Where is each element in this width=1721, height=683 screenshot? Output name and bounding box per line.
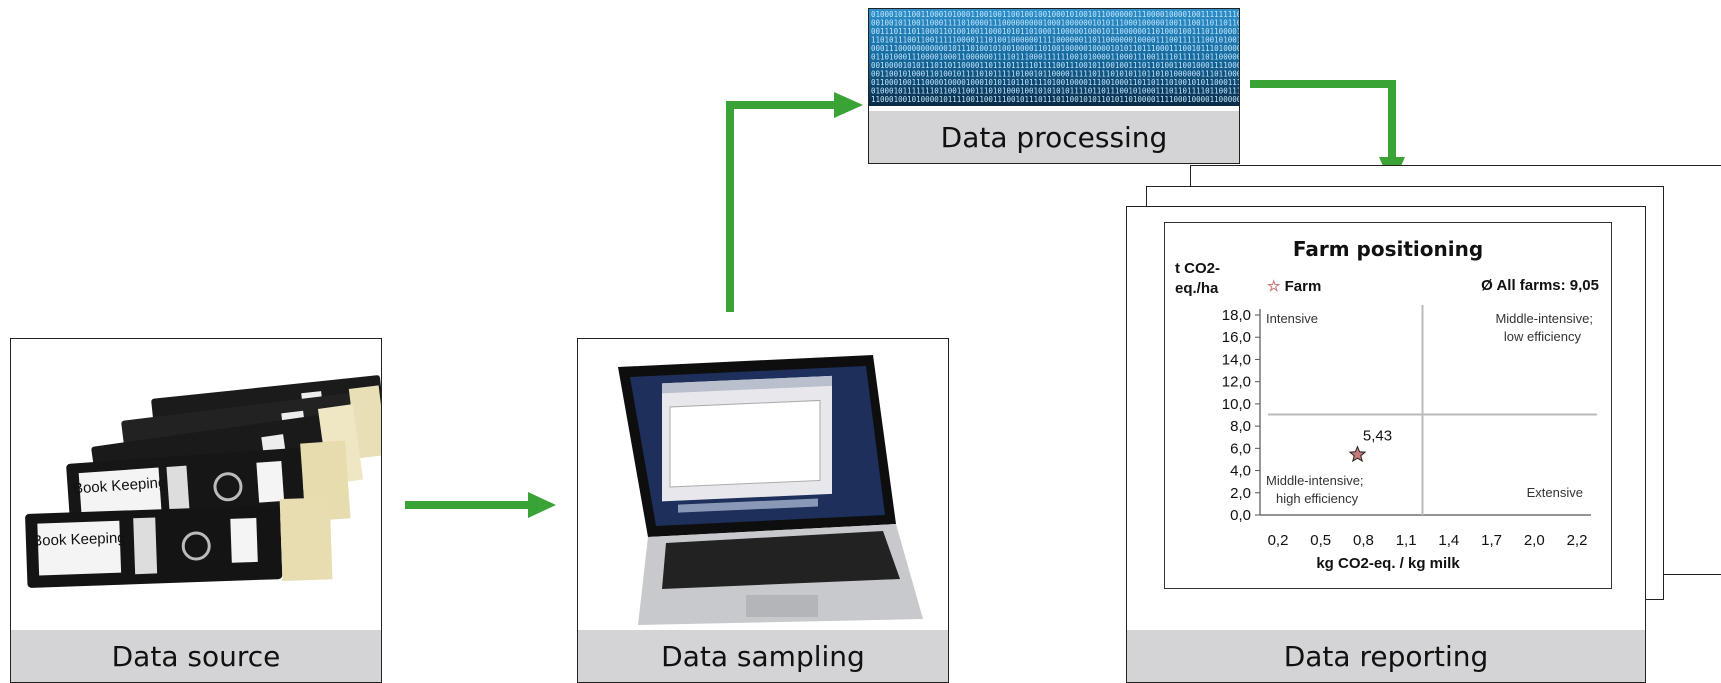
y-tick-label: 8,0 xyxy=(1230,418,1251,435)
binary-data-image: 0100010110011000101000110010011001001001… xyxy=(869,9,1240,106)
legend-farm: ☆ Farm xyxy=(1267,277,1321,295)
y-tick-label: 0,0 xyxy=(1230,507,1251,524)
farm-positioning-chart: Farm positioning t CO2-eq./ha ☆ Farm Ø A… xyxy=(1164,222,1612,589)
laptop-screen xyxy=(618,355,896,537)
laptop-base xyxy=(638,524,923,625)
data-source-label: Data source xyxy=(11,630,381,682)
arrow-sampling-to-processing xyxy=(726,92,863,312)
quadrant-label-top-right: low efficiency xyxy=(1504,329,1582,344)
quadrant-label-intensive: Intensive xyxy=(1266,311,1318,326)
quadrant-label-bottom-left: Middle-intensive; xyxy=(1266,473,1364,488)
y-tick-label: 6,0 xyxy=(1230,440,1251,457)
x-tick-label: 1,4 xyxy=(1438,532,1459,549)
x-tick-label: 0,5 xyxy=(1310,532,1331,549)
binary-row: 0001110000000000010111010010100100001101… xyxy=(871,44,1240,53)
laptop-illustration xyxy=(618,355,923,625)
data-processing-box: 0100010110011000101000110010011001001001… xyxy=(868,8,1240,164)
binary-row: 0011101110110001101001001100010101101000… xyxy=(871,27,1240,36)
x-tick-label: 2,2 xyxy=(1567,532,1588,549)
data-reporting-box: Farm positioning t CO2-eq./ha ☆ Farm Ø A… xyxy=(1126,206,1646,683)
farm-data-label: 5,43 xyxy=(1363,428,1392,445)
farm-data-point xyxy=(1348,445,1367,463)
data-reporting-label: Data reporting xyxy=(1127,630,1645,682)
legend-star-icon: ☆ xyxy=(1267,278,1281,295)
binary-row: 0100010110011000101000110010011001001001… xyxy=(871,10,1240,19)
y-tick-label: 10,0 xyxy=(1222,396,1251,413)
binders-illustration: Book Keeping Book Keeping xyxy=(25,375,381,588)
x-tick-label: 1,7 xyxy=(1481,532,1502,549)
binary-row: 0110100011100001000110000001111011100011… xyxy=(871,53,1240,62)
y-axis-label: t CO2-eq./ha xyxy=(1175,260,1220,297)
legend-farm-label: Farm xyxy=(1284,278,1322,295)
average-label: Ø All farms: 9,05 xyxy=(1481,277,1599,294)
chart-title: Farm positioning xyxy=(1292,237,1484,261)
arrow-source-to-sampling xyxy=(405,492,556,518)
y-tick-label: 16,0 xyxy=(1222,329,1251,346)
quadrant-label-extensive: Extensive xyxy=(1527,485,1583,500)
data-sampling-label: Data sampling xyxy=(578,630,948,682)
y-tick-label: 4,0 xyxy=(1230,463,1251,480)
x-tick-label: 2,0 xyxy=(1524,532,1545,549)
binary-row: 0011001010001101001011110101111101001011… xyxy=(871,70,1240,79)
data-sampling-box: Data sampling xyxy=(577,338,949,683)
y-tick-label: 12,0 xyxy=(1222,374,1251,391)
x-axis-label: kg CO2-eq. / kg milk xyxy=(1316,555,1460,572)
binary-row: 1101011100110011111000011101001000000111… xyxy=(871,36,1240,45)
binary-row: 0010000101011101101100001101110111110111… xyxy=(871,61,1240,70)
quadrant-label-bottom-left: high efficiency xyxy=(1276,491,1359,506)
binder-text-1: Book Keeping xyxy=(72,474,166,497)
binary-row: 1100010010100001011110011001110010111011… xyxy=(871,95,1240,104)
x-tick-label: 0,2 xyxy=(1268,532,1289,549)
binder-text-2: Book Keeping xyxy=(32,530,126,550)
y-tick-label: 14,0 xyxy=(1222,351,1251,368)
y-tick-label: 2,0 xyxy=(1230,485,1251,502)
binary-row: 0100010111111101100110011101010001001010… xyxy=(871,87,1240,96)
binary-row: 0010010110011000111101000011100000000010… xyxy=(871,19,1240,28)
data-processing-label: Data processing xyxy=(869,111,1239,163)
data-source-box: Book Keeping Book Keeping Data source xyxy=(10,338,382,683)
y-tick-label: 18,0 xyxy=(1222,307,1251,324)
scatter-plot-area: 18,0 16,0 14,0 12,0 10,0 8,0 6,0 4,0 2,0 0,0 0,2 0,… xyxy=(1222,305,1597,549)
x-tick-label: 1,1 xyxy=(1396,532,1417,549)
x-tick-label: 0,8 xyxy=(1353,532,1374,549)
quadrant-label-top-right: Middle-intensive; xyxy=(1495,311,1593,326)
binary-row: 0110001001110000100001000101011011011110… xyxy=(871,78,1240,87)
